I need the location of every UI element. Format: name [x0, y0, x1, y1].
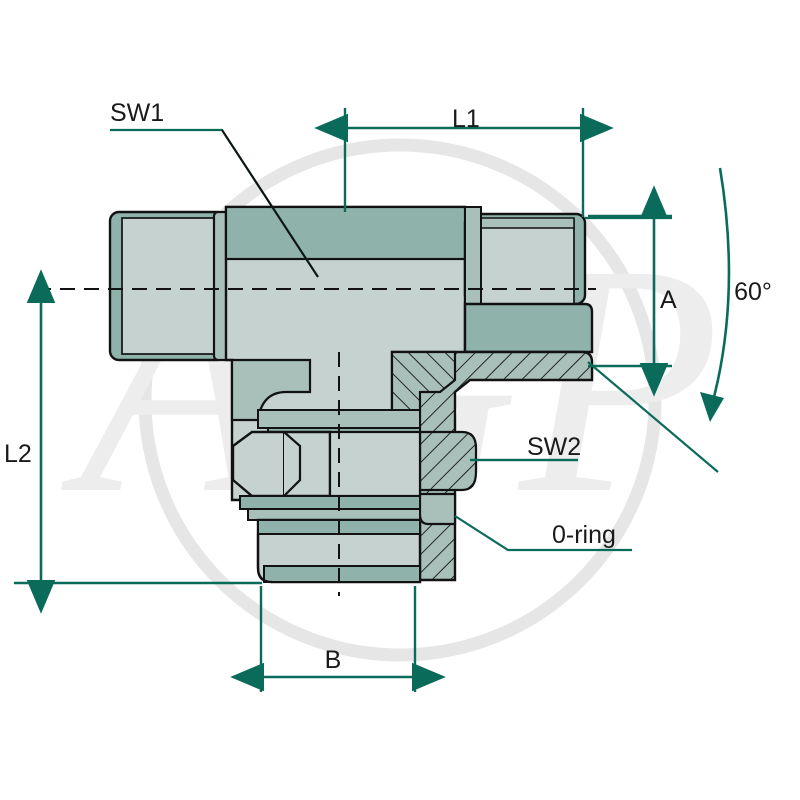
o-ring-seal — [418, 492, 457, 526]
dimension-angle-60 — [700, 167, 731, 422]
dimension-annotations — [14, 108, 731, 692]
center-lines — [36, 288, 596, 596]
dimension-a — [588, 185, 672, 397]
label-o-ring: 0-ring — [552, 521, 616, 549]
dimension-l1 — [314, 108, 614, 217]
dimension-l2 — [14, 269, 262, 614]
left-port-stud — [108, 210, 238, 362]
fitting-geometry — [36, 205, 596, 596]
label-a: A — [660, 286, 677, 314]
label-l1: L1 — [452, 105, 480, 133]
right-port-stud — [463, 206, 594, 354]
callout-leaders — [110, 128, 719, 552]
label-b: B — [325, 646, 342, 674]
dimension-b — [230, 586, 446, 692]
label-sw2: SW2 — [527, 433, 581, 461]
label-sw1: SW1 — [110, 99, 164, 127]
label-angle-60: 60° — [734, 278, 772, 306]
text-labels: SW1 L1 A 60° L2 SW2 0-ring B — [4, 99, 772, 674]
bottom-fitting-assembly — [231, 409, 422, 584]
label-l2: L2 — [4, 440, 32, 468]
sw2-nut — [418, 430, 478, 492]
